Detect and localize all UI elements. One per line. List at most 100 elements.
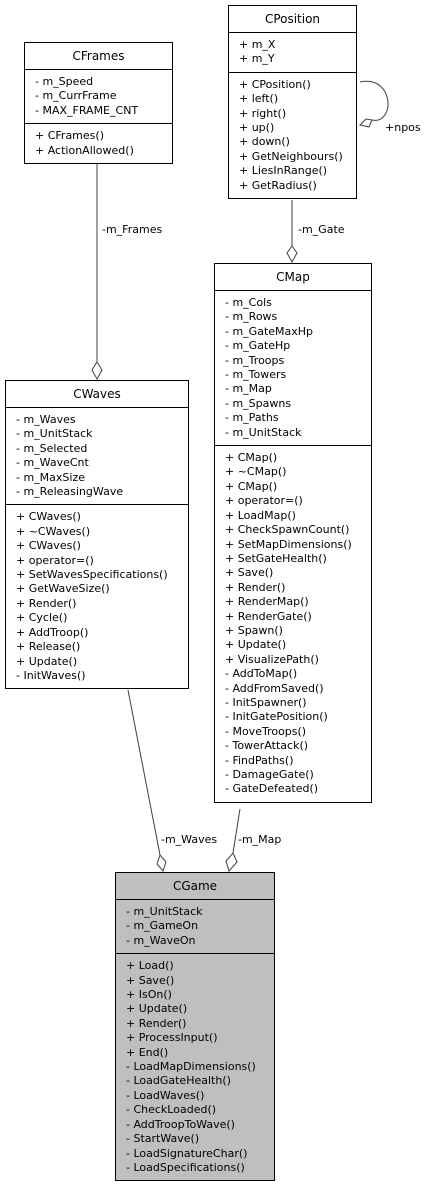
method-row: - MoveTroops() [225, 724, 307, 738]
class-cwaves[interactable]: CWaves - m_Waves- m_UnitStack- m_Selecte… [5, 380, 189, 690]
method-row: + Render() [16, 596, 77, 610]
attribute-row: + m_Y [239, 52, 275, 66]
edge-map [232, 808, 241, 854]
method-list: + CPosition()+ left()+ right()+ up()+ do… [229, 73, 356, 198]
method-row: + Update() [225, 638, 287, 652]
method-row: + CPosition() [239, 77, 311, 91]
edge-npos [359, 80, 389, 121]
attribute-row: - m_CurrFrame [35, 89, 117, 103]
attribute-row: - m_GateMaxHp [225, 324, 314, 338]
edge-waves [127, 689, 161, 856]
method-row: - DamageGate() [225, 768, 314, 781]
method-row: - LoadMapDimensions() [126, 1060, 256, 1074]
attribute-row: - m_Selected [16, 441, 88, 455]
attribute-row: - MAX_FRAME_CNT [35, 103, 139, 117]
attribute-row: - m_Speed [35, 75, 94, 88]
attribute-list: - m_UnitStack- m_GameOn- m_WaveOn [116, 900, 274, 955]
method-row: + Render() [126, 1016, 187, 1030]
attribute-row: - m_Waves [16, 413, 76, 426]
method-row: - CheckLoaded() [126, 1103, 217, 1117]
method-row: + Update() [16, 654, 78, 668]
method-row: + CWaves() [16, 510, 81, 524]
method-row: + SetMapDimensions() [225, 537, 352, 551]
method-list: + CMap()+ ~CMap()+ CMap()+ operator=()+ … [215, 446, 371, 802]
attribute-row: - m_Troops [225, 353, 285, 367]
method-row: - InitWaves() [16, 668, 86, 682]
method-row: + ~CWaves() [16, 524, 91, 538]
method-row: - InitSpawner() [225, 695, 307, 709]
edge-map-diamond [225, 852, 238, 873]
method-row: - AddToMap() [225, 667, 298, 681]
class-cframes[interactable]: CFrames - m_Speed- m_CurrFrame- MAX_FRAM… [24, 42, 173, 165]
method-row: + operator=() [225, 494, 303, 508]
method-row: + CFrames() [35, 129, 104, 143]
class-name: CGame [116, 873, 274, 900]
attribute-row: - m_Spawns [225, 396, 292, 410]
method-row: - LoadSignatureChar() [126, 1146, 248, 1160]
method-row: + SetGateHealth() [225, 551, 327, 565]
method-row: + CMap() [225, 451, 278, 465]
method-list: + CWaves()+ ~CWaves()+ CWaves()+ operato… [6, 505, 188, 688]
method-row: + operator=() [16, 553, 94, 567]
attribute-row: - m_Rows [225, 310, 278, 324]
method-row: - AddTroopToWave() [126, 1117, 235, 1131]
method-row: + ProcessInput() [126, 1031, 218, 1045]
class-name: CMap [215, 264, 371, 291]
attribute-list: - m_Waves- m_UnitStack- m_Selected- m_Wa… [6, 408, 188, 506]
edge-frames-diamond [91, 361, 103, 381]
attribute-list: + m_X+ m_Y [229, 33, 356, 73]
edge-label-npos: +npos [385, 121, 421, 134]
method-row: - TowerAttack() [225, 739, 309, 753]
method-row: + right() [239, 106, 287, 120]
attribute-row: - m_ReleasingWave [16, 485, 124, 499]
method-row: + GetRadius() [239, 178, 317, 192]
method-row: - LoadGateHealth() [126, 1074, 231, 1088]
attribute-row: - m_Towers [225, 368, 287, 382]
method-row: + Save() [126, 973, 175, 987]
edge-npos-diamond [359, 118, 373, 128]
attribute-row: - m_GameOn [126, 919, 199, 933]
method-row: + VisualizePath() [225, 652, 319, 666]
class-name: CPosition [229, 6, 356, 33]
attribute-row: - m_Paths [225, 411, 279, 425]
method-row: + Load() [126, 959, 174, 973]
edge-label-map: -m_Map [238, 833, 282, 846]
edge-label-gate: -m_Gate [298, 223, 345, 236]
method-row: + Update() [126, 1002, 188, 1016]
method-row: + LoadMap() [225, 508, 296, 522]
attribute-row: - m_GateHp [225, 339, 291, 353]
attribute-row: - m_Map [225, 382, 272, 396]
class-cposition[interactable]: CPosition + m_X+ m_Y + CPosition()+ left… [228, 5, 357, 200]
method-row: + CWaves() [16, 539, 81, 553]
edge-gate-diamond [286, 245, 298, 264]
method-row: + ActionAllowed() [35, 143, 134, 157]
method-row: + GetNeighbours() [239, 149, 343, 163]
method-row: + Release() [16, 640, 81, 654]
attribute-row: - m_WaveCnt [16, 456, 89, 470]
method-row: + Spawn() [225, 623, 283, 637]
method-row: + End() [126, 1045, 169, 1059]
method-row: + down() [239, 135, 290, 149]
method-row: - StartWave() [126, 1132, 200, 1146]
method-row: + GetWaveSize() [16, 582, 110, 596]
method-row: + AddTroop() [16, 625, 89, 639]
method-row: - LoadWaves() [126, 1088, 205, 1102]
method-row: + RenderGate() [225, 609, 312, 623]
attribute-row: - m_UnitStack [225, 425, 302, 439]
method-row: - FindPaths() [225, 753, 294, 767]
edge-waves-diamond [156, 854, 167, 872]
method-row: + LiesInRange() [239, 164, 328, 178]
class-cmap[interactable]: CMap - m_Cols- m_Rows- m_GateMaxHp- m_Ga… [214, 263, 372, 803]
method-row: + RenderMap() [225, 595, 309, 609]
method-row: - LoadSpecifications() [126, 1160, 245, 1174]
attribute-row: - m_UnitStack [126, 905, 203, 918]
attribute-row: - m_UnitStack [16, 427, 93, 441]
attribute-list: - m_Cols- m_Rows- m_GateMaxHp- m_GateHp-… [215, 291, 371, 447]
attribute-row: + m_X [239, 38, 276, 51]
method-row: - GateDefeated() [225, 782, 319, 796]
class-cgame[interactable]: CGame - m_UnitStack- m_GameOn- m_WaveOn … [115, 872, 275, 1182]
method-list: + CFrames()+ ActionAllowed() [25, 124, 172, 163]
method-row: - AddFromSaved() [225, 681, 324, 695]
edge-label-waves: -m_Waves [161, 833, 218, 846]
